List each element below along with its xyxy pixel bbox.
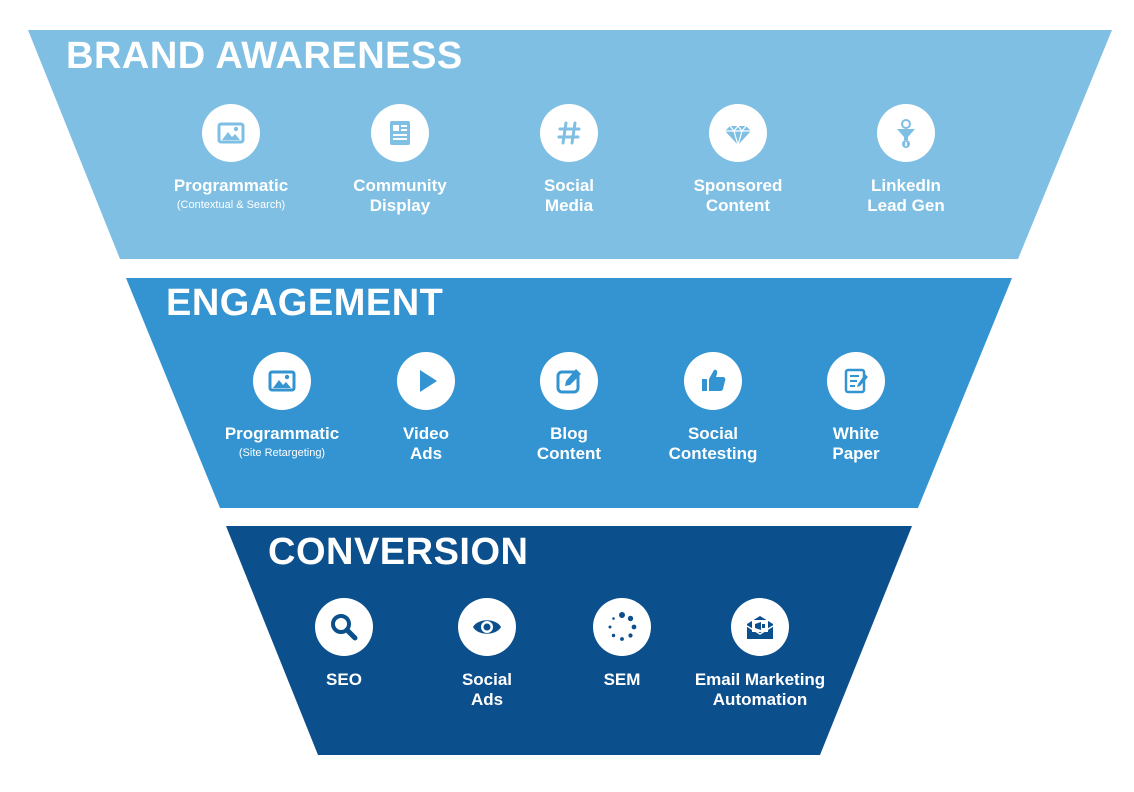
item-label: Email Marketing Automation xyxy=(694,670,826,709)
thumbs-up-icon xyxy=(684,352,742,410)
item-label: Programmatic xyxy=(224,424,340,443)
item-label: SEO xyxy=(326,670,362,689)
item-label: Sponsored Content xyxy=(693,176,783,215)
item-programmatic-contextual: Programmatic (Contextual & Search) xyxy=(151,104,311,212)
item-social-contesting: Social Contesting xyxy=(633,352,793,464)
eye-icon xyxy=(458,598,516,656)
diamond-icon xyxy=(709,104,767,162)
item-seo: SEO xyxy=(264,598,424,690)
item-sem: SEM xyxy=(542,598,702,690)
loading-icon xyxy=(593,598,651,656)
item-label: Social Media xyxy=(543,176,595,215)
item-label: LinkedIn Lead Gen xyxy=(867,176,945,215)
play-icon xyxy=(397,352,455,410)
item-social-ads: Social Ads xyxy=(407,598,567,710)
item-label: SEM xyxy=(603,670,641,689)
conversion-band xyxy=(226,526,912,755)
conversion-title: CONVERSION xyxy=(268,531,529,573)
item-video-ads: Video Ads xyxy=(346,352,506,464)
funnel-icon xyxy=(877,104,935,162)
image-icon xyxy=(202,104,260,162)
item-label: Social Ads xyxy=(461,670,513,709)
item-label: Social Contesting xyxy=(668,424,758,463)
hashtag-icon xyxy=(540,104,598,162)
item-label: Video Ads xyxy=(403,424,449,463)
item-linkedin-lead-gen: LinkedIn Lead Gen xyxy=(826,104,986,216)
brand-awareness-title: BRAND AWARENESS xyxy=(66,35,463,77)
document-icon xyxy=(827,352,885,410)
engagement-title: ENGAGEMENT xyxy=(166,282,444,324)
item-social-media: Social Media xyxy=(489,104,649,216)
image-icon xyxy=(253,352,311,410)
item-sponsored-content: Sponsored Content xyxy=(658,104,818,216)
item-programmatic-retargeting: Programmatic (Site Retargeting) xyxy=(202,352,362,460)
item-label: Programmatic xyxy=(173,176,289,195)
item-label: Blog Content xyxy=(536,424,602,463)
edit-icon xyxy=(540,352,598,410)
item-white-paper: White Paper xyxy=(776,352,936,464)
item-blog-content: Blog Content xyxy=(489,352,649,464)
search-icon xyxy=(315,598,373,656)
item-email-marketing: Email Marketing Automation xyxy=(680,598,840,710)
email-icon xyxy=(731,598,789,656)
newspaper-icon xyxy=(371,104,429,162)
item-community-display: Community Display xyxy=(320,104,480,216)
item-sublabel: (Contextual & Search) xyxy=(176,199,286,211)
item-label: White Paper xyxy=(832,424,880,463)
item-label: Community Display xyxy=(353,176,447,215)
item-sublabel: (Site Retargeting) xyxy=(238,447,326,459)
